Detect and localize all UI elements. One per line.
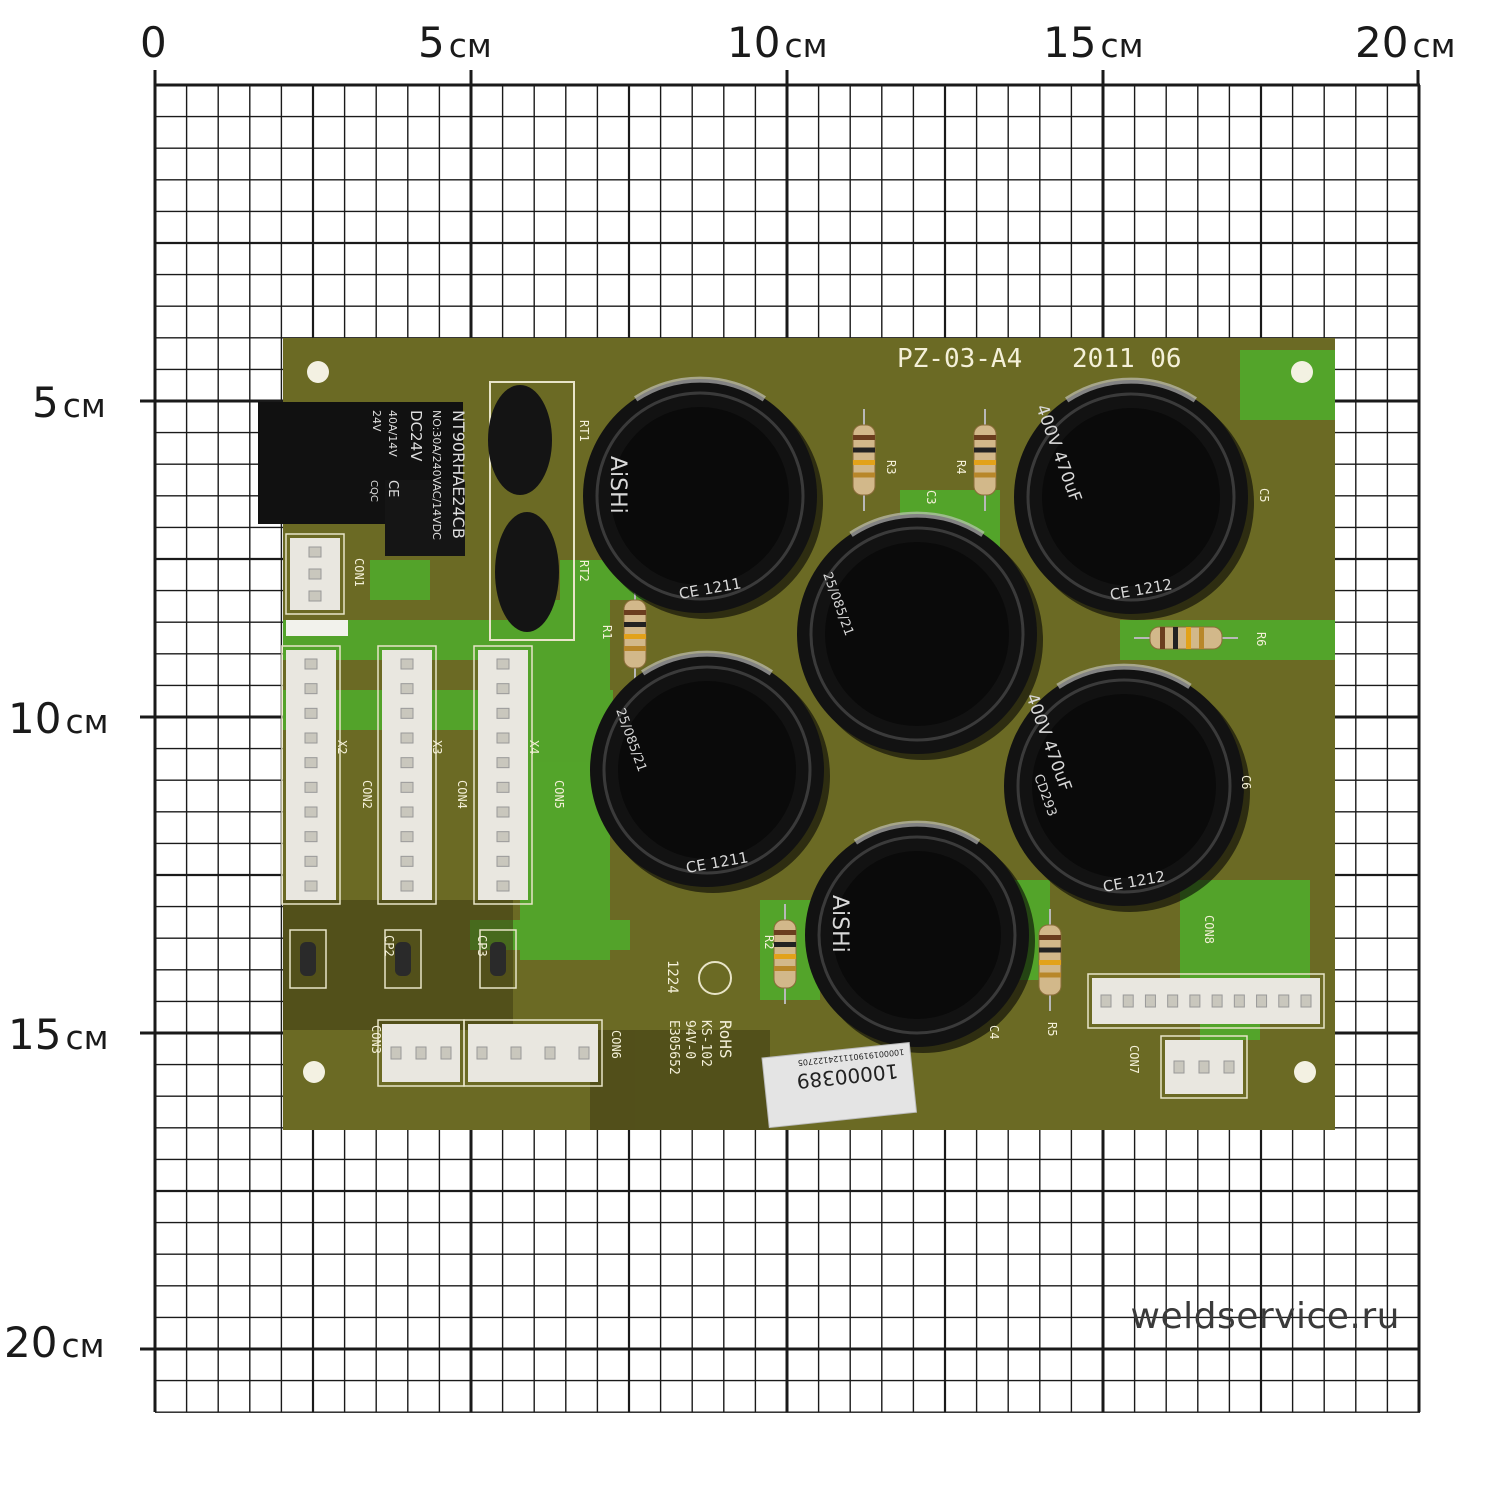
relay-cert-ce: CE [385,480,400,497]
label-r4: R4 [954,460,968,474]
resistor-r5 [1038,909,1062,1011]
mounting-holes [303,361,1316,1083]
label-con5: CON5 [552,780,566,809]
resistor-r3 [852,409,876,511]
connector-con6 [463,1019,603,1087]
label-c6: C6 [1239,775,1253,789]
label-x2: X2 [335,740,349,754]
relay-cert-cqc: CQC [368,480,379,502]
label-x3: X3 [430,740,444,754]
label-r6: R6 [1254,632,1268,646]
label-cp2: CP2 [382,935,396,957]
serial-sticker: 10000389 100001919011124122705 [761,1041,918,1129]
rohs-code: 1224 [664,960,680,994]
ruler-top-0: 0 [140,18,167,67]
silkscreen-labels: CON1 CON2 CON4 CON5 X2 X3 X4 CON3 CON6 C… [335,460,1271,1074]
label-con2: CON2 [360,780,374,809]
label-r2: R2 [762,935,776,949]
label-c5: C5 [1257,488,1271,502]
connector-con7 [1160,1035,1248,1099]
resistor-r2 [773,904,797,1004]
label-con6: CON6 [609,1030,623,1059]
fuse-cp1 [289,929,327,989]
label-r5: R5 [1045,1022,1059,1036]
thermistors: RT1 RT2 [488,381,591,641]
capacitor-c3: 25/085/21 [797,511,1043,760]
fuse-cp3 [479,929,517,989]
connector-con4 [377,645,437,905]
label-r1: R1 [600,625,614,639]
label-cp3: CP3 [475,935,489,957]
board-date-label: 2011 06 [1072,344,1182,374]
connectors [281,533,1325,1099]
connector-con5 [473,645,533,905]
label-c4: C4 [987,1025,1001,1039]
cap-brand: AiSHi [827,895,852,953]
label-con1: CON1 [352,558,366,587]
relay-coil: DC24V [407,410,425,462]
relay-line1: 40A/14V [386,410,399,457]
relay-rating: NO:30A/240VAC/14VDC [430,410,443,540]
connector-con2 [281,645,341,905]
connector-con1 [285,533,345,615]
cap-brand: AiSHi [605,456,630,514]
label-con3: CON3 [369,1025,383,1054]
pcb-board: PZ-03-A4 2011 06 NT90RHAE24CB NO:30A/240… [258,338,1335,1130]
rohs-ks: KS-102 [698,1020,713,1067]
relay-model: NT90RHAE24CB [449,410,468,539]
label-con7: CON7 [1127,1045,1141,1074]
label-con8: CON8 [1202,915,1216,944]
rohs-mark: RoHS [716,1020,735,1059]
resistor-r4 [973,409,997,511]
label-con4: CON4 [455,780,469,809]
label-rt1: RT1 [577,420,591,442]
label-rt2: RT2 [577,560,591,582]
white-jumper [286,620,348,636]
label-x4: X4 [527,740,541,754]
capacitor-c4: AiSHi [805,820,1035,1053]
fuse-cp2 [384,929,422,989]
rohs-marking: 1224 RoHS KS-102 94V-0 E305652 [664,960,735,1075]
relay-line2: 24V [370,410,383,432]
ks-logo-icon [698,961,732,995]
rohs-flame: 94V-0 [682,1020,697,1059]
resistor-r1 [623,584,647,684]
connector-con8 [1087,973,1325,1029]
label-c3: C3 [924,490,938,504]
rohs-ul: E305652 [666,1020,681,1075]
connector-con3 [377,1019,465,1087]
resistor-r6 [1134,626,1238,650]
label-r3: R3 [884,460,898,474]
board-model-label: PZ-03-A4 [897,344,1022,374]
relay: NT90RHAE24CB NO:30A/240VAC/14VDC DC24V 4… [258,402,468,556]
resistors [623,409,1238,1011]
site-watermark: weldservice.ru [1130,1296,1400,1337]
